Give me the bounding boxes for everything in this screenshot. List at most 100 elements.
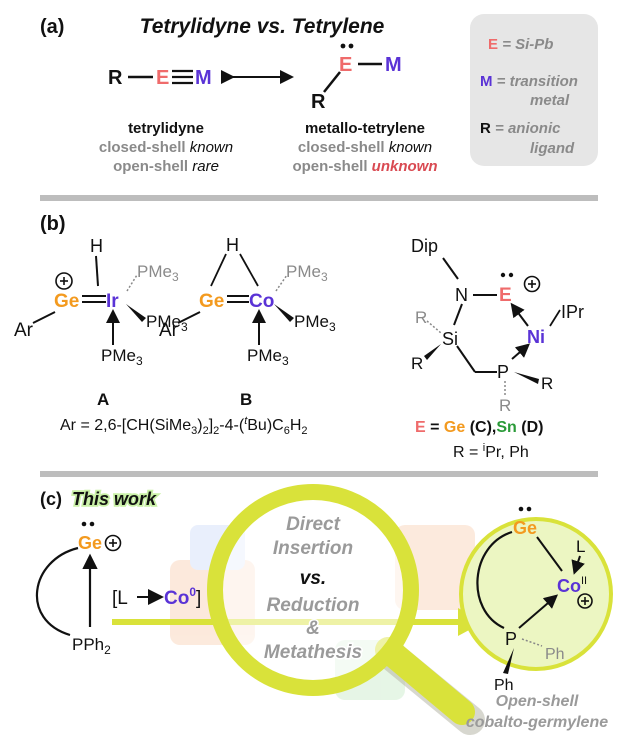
tetrylene-r: R [311,91,326,113]
a-ar-bond [32,311,56,324]
cd-ni: Ni [527,327,545,347]
e-definition: E = Ge (C),Sn (D) [415,419,543,436]
tetrylene-e: E [339,54,352,76]
product-caption-1: Open-shell [496,693,579,710]
lens-text: Direct Insertion vs. Reduction & Metathe… [262,513,363,665]
a-hashed-bond [126,274,138,292]
tetrylidyne-e: E [156,67,169,89]
ni-e-arrow [510,302,529,327]
reactant-ge: Ge [78,533,102,553]
cd-n: N [455,285,468,305]
a-wedge-bond [126,304,146,322]
panel-b: (b) H Ge Ir Ar PMe3 PMe3 PMe3 A H [14,213,584,461]
a-pme3-mid: PMe3 [146,312,188,334]
panel-a-label: (a) [40,16,64,38]
this-work-label: This work [72,489,157,509]
legend-box: E = Si-Pb M = transition metal R = anion… [470,14,598,166]
p-wedge [514,372,539,384]
lens-line-5: & [306,618,320,639]
ge-co-bond [536,536,563,572]
panel-c: (c) This work Ge PPh2 [L Co0] [35,484,613,735]
legend-e: E = Si-Pb [488,36,553,53]
product-ph-gray: Ph [545,646,565,663]
a-h-bond [95,255,99,287]
product-caption-2: cobalto-germylene [466,714,608,731]
r-definition: R = iPr, Ph [453,442,529,461]
panel-a: (a) Tetrylidyne vs. Tetrylene R E M E M … [40,14,598,175]
cd-r-gray-2: R [499,396,511,415]
reactant-plus-charge [104,534,122,552]
a-label: A [97,390,109,409]
cd-r-2: R [541,374,553,393]
b-label: B [240,390,252,409]
compound-b: H Ge Co Ar PMe3 PMe3 PMe3 B [159,235,336,409]
a-ar: Ar [14,320,34,341]
reactant-pph2: PPh2 [72,635,111,657]
b-hashed-bond [275,274,288,292]
magnifier-handle [375,637,475,725]
product-ge: Ge [513,518,537,538]
lens-line-1: Direct [286,514,341,535]
product-p: P [505,629,517,649]
cd-dip: Dip [411,236,438,256]
legend-m: M = transition [480,73,578,90]
tetrylidyne-closed-line: closed-shell known [99,139,233,156]
product-l: L [576,537,585,556]
b-h-ge-bond [210,253,227,287]
reagent: [L [112,588,128,609]
b-pme3-bot: PMe3 [247,346,289,368]
magnifier-rim [207,484,419,696]
p-ni-arrow [511,343,531,360]
b-h-co-bond [239,253,259,287]
b-ar: Ar [159,320,179,341]
compound-a: H Ge Ir Ar PMe3 PMe3 PMe3 A [14,236,188,409]
a-hydride: H [90,236,103,256]
divider-1 [40,195,598,201]
product-circle [459,517,613,671]
cd-r-1: R [411,354,423,373]
cd-e: E [499,285,512,306]
product-plus-charge [577,593,593,609]
a-pme3-bot: PMe3 [101,346,143,368]
b-wedge-bond [274,304,294,322]
b-co: Co [249,291,274,312]
lone-pair-dot-1 [340,43,346,49]
product-p-wedge [503,648,514,674]
panel-c-label: (c) [40,489,62,509]
legend-r: R = anionic [480,120,561,137]
product-backbone [476,530,513,629]
a-ge: Ge [54,291,79,312]
legend-r-2: ligand [530,140,575,157]
tetrylene-name: metallo-tetrylene [305,120,425,137]
tetrylidyne-open-line: open-shell rare [113,158,219,175]
legend-bg [470,14,598,166]
tetrylene-structure: E M R [311,43,402,113]
b-ge: Ge [199,291,224,312]
cd-r-gray-1: R [415,308,427,327]
tetrylidyne-structure: R E M [108,67,212,89]
ar-definition: Ar = 2,6-[CH(SiMe3)2]2-4-(tBu)C6H2 [60,415,308,437]
lens-line-6: Metathesis [264,642,362,663]
e-r-bond [323,71,341,93]
compound-cd: Dip N E IPr Ni Si R R P R [411,236,584,415]
e-lone-pair-1 [500,272,506,278]
reactant-backbone [35,546,79,637]
si-wedge [424,344,441,360]
n-si-bond [453,303,463,326]
l-co-dative [571,555,585,575]
lone-pair-dot-2 [348,43,354,49]
tetrylidyne-m: M [195,67,212,89]
b-hydride: H [226,235,239,255]
cd-p: P [497,362,509,382]
p-co-dative [518,594,559,629]
b-pme3-top: PMe3 [286,262,328,284]
ipr-ni-bond [549,309,561,327]
lens-line-2: Insertion [273,538,353,559]
product-co: CoII [557,575,587,596]
cd-ipr: IPr [561,302,584,322]
magnifying-glass-icon [207,484,485,735]
cd-plus-charge [523,275,541,293]
product-structure: Ge L CoII P Ph Ph [459,506,613,694]
panel-b-label: (b) [40,213,66,235]
